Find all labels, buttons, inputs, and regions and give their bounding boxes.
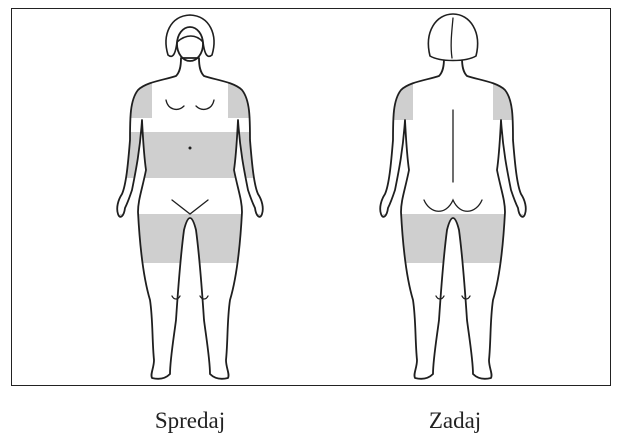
front-label: Spredaj (110, 408, 270, 434)
back-figure (380, 14, 526, 379)
back-buttocks (424, 200, 482, 211)
front-bust-left (166, 100, 184, 109)
front-knee-left (172, 296, 180, 299)
front-navel (189, 147, 192, 150)
front-pelvis-line (172, 200, 208, 214)
front-bust-right (196, 100, 214, 109)
front-hair (166, 15, 214, 56)
front-knee-right (200, 296, 208, 299)
front-figure (117, 15, 263, 379)
back-label: Zadaj (375, 408, 535, 434)
